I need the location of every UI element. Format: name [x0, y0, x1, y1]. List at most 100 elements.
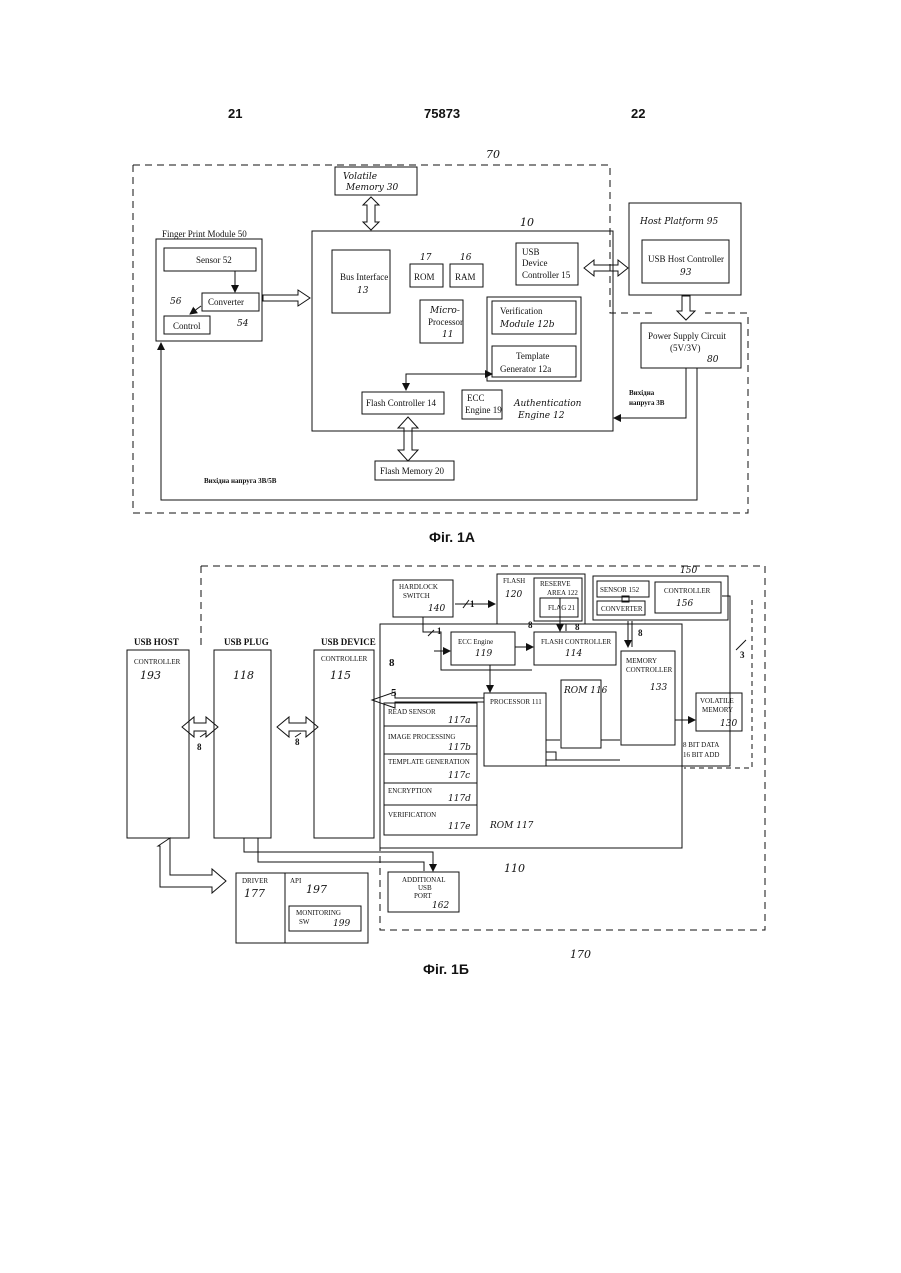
fig-b-processor-label: PROCESSOR 111 [490, 698, 542, 706]
fig-a-control-label: Control [173, 321, 201, 331]
fig-b-memory-controller-ref: 133 [650, 683, 667, 693]
fig-a-ram-label: RAM [455, 272, 476, 282]
fig-b-module-verification: VERIFICATION [388, 811, 436, 819]
fig-a-rom-label: ROM [414, 272, 435, 282]
fig-a-usb-link-arrow [584, 260, 628, 276]
figure-1b-labels: USB HOST CONTROLLER 193 USB PLUG 118 USB… [134, 566, 745, 961]
fig-a-flash-bus-arrow [398, 417, 418, 461]
fig-b-controller-label: CONTROLLER [664, 587, 711, 595]
fig-a-power-supply-ref: 80 [707, 355, 719, 365]
figure-1a-caption: Фіг. 1А [429, 529, 475, 545]
fig-b-ref-170: 170 [570, 948, 591, 961]
figure-1b-caption: Фіг. 1Б [423, 961, 469, 977]
fig-b-ecc-label: ECC Engine [458, 638, 493, 646]
fig-b-usb-plug-ref: 118 [233, 669, 254, 682]
fig-b-bus-width-device-in: 8 [389, 657, 395, 669]
fig-b-bus-width-hardlock-2: 1 [437, 626, 442, 636]
fig-b-flash-ref: 120 [505, 590, 522, 600]
fig-b-module-read-sensor-ref: 117a [448, 716, 471, 726]
fig-a-usb-host-controller-label: USB Host Controller [648, 254, 724, 264]
fig-a-microprocessor-label-2: Processor [428, 317, 463, 327]
fig-b-16bit-add-label: 16 BIT ADD [683, 751, 719, 759]
fig-b-usb-plug-label: USB PLUG [224, 637, 269, 647]
fig-a-usb-device-label-1: USB [522, 247, 540, 257]
fig-b-processor-output-arrow [372, 692, 484, 708]
fig-a-microprocessor-ref: 11 [442, 330, 453, 340]
fig-b-plug-device-arrow [277, 717, 318, 737]
fig-b-usb-device-ref: 115 [330, 669, 351, 682]
fig-b-volatile-label-1: VOLATILE [700, 697, 734, 705]
fig-b-reserve-label-1: RESERVE [540, 580, 571, 588]
fig-b-outer-boundary [201, 566, 765, 930]
fig-a-ref-56: 56 [170, 297, 182, 307]
fig-b-flash-controller-label: FLASH CONTROLLER [541, 638, 612, 646]
fig-a-flash-controller-label: Flash Controller 14 [366, 398, 436, 408]
fig-b-usb-host-ref: 193 [140, 669, 161, 682]
fig-a-microprocessor-label-1: Micro- [429, 306, 460, 316]
fig-b-volatile-ref: 130 [720, 719, 737, 729]
fig-b-hardlock-label-1: HARDLOCK [399, 583, 438, 591]
fig-a-ref-54: 54 [237, 319, 249, 329]
fig-b-additional-port-label-1: ADDITIONAL [402, 876, 446, 884]
fig-b-flag-label: FLAG 21 [548, 604, 576, 612]
fig-b-module-image-processing-ref: 117b [448, 743, 471, 753]
fig-a-output-3v-label-1: Вихідна [629, 389, 655, 397]
fig-a-bus-interface-ref: 13 [357, 286, 369, 296]
fig-b-monitoring-label-2: SW [299, 918, 310, 926]
fig-a-verification-ref: Module 12b [499, 320, 555, 330]
fig-b-converter-label: CONVERTER [601, 605, 643, 613]
fig-a-sensor-label: Sensor 52 [196, 255, 232, 265]
fig-b-ref-150: 150 [680, 566, 697, 576]
fig-b-usb-device-label: USB DEVICE [321, 637, 376, 647]
fig-a-bus-interface-label: Bus Interface [340, 272, 388, 282]
fig-a-power-supply-label-1: Power Supply Circuit [648, 331, 726, 341]
fig-a-output-3v-label-2: напруга 3В [629, 399, 665, 407]
figure-1b [127, 566, 765, 943]
fig-b-bus-width-controller: 3 [740, 650, 745, 660]
fig-b-8bit-data-label: 8 BIT DATA [683, 741, 719, 749]
fig-a-template-label: Template [516, 351, 549, 361]
fig-a-auth-engine-label-1: Authentication [513, 399, 582, 409]
fig-b-bus-width-hardlock: 1 [470, 599, 475, 609]
fig-b-module-image-processing: IMAGE PROCESSING [388, 733, 455, 741]
fig-b-volatile-label-2: MEMORY [702, 706, 733, 714]
fig-b-controller-ref: 156 [676, 599, 693, 609]
fig-b-usb-host-label-2: CONTROLLER [134, 658, 181, 666]
fig-a-ram-ref: 16 [460, 253, 472, 263]
fig-b-usb-host-label: USB HOST [134, 637, 179, 647]
fig-b-module-verification-ref: 117e [448, 822, 471, 832]
fig-a-template-ref: Generator 12a [500, 364, 551, 374]
fig-a-power-supply-label-2: (5V/3V) [670, 343, 701, 353]
fig-b-bus-width-processor-out: 5 [391, 687, 397, 699]
fig-b-rom117-label: ROM 117 [489, 821, 534, 831]
fig-b-api-label: API [290, 877, 302, 885]
fig-a-converter-label: Converter [208, 297, 244, 307]
fig-b-hardlock-label-2: SWITCH [403, 592, 430, 600]
fig-a-ecc-label-1: ECC [467, 393, 485, 403]
fig-a-host-power-arrow [677, 296, 695, 320]
fig-a-host-platform-label: Host Platform 95 [639, 217, 718, 227]
fig-a-rom-ref: 17 [420, 253, 432, 263]
fig-a-output-3v5v-label: Вихідна напруга 3В/5В [204, 477, 277, 485]
figure-1a-labels: 70 Volatile Memory 30 10 Host Platform 9… [162, 148, 726, 485]
fig-b-bus-width-host-plug: 8 [197, 742, 202, 752]
fig-b-ref-110: 110 [504, 862, 525, 875]
fig-b-api-ref: 197 [306, 883, 327, 896]
fig-b-reserve-label-2: AREA 122 [547, 589, 578, 597]
fig-b-driver-ref: 177 [244, 887, 265, 900]
fig-b-ecc-ref: 119 [475, 649, 492, 659]
fig-b-driver-label: DRIVER [242, 877, 268, 885]
fig-a-verification-label: Verification [500, 306, 543, 316]
fig-b-bus-width-plug-device: 8 [295, 737, 300, 747]
fig-a-vm-bus-arrow [363, 197, 379, 230]
fig-b-memory-controller-label-2: CONTROLLER [626, 666, 673, 674]
fig-a-flash-memory-label: Flash Memory 20 [380, 466, 444, 476]
fig-a-fingerprint-module-label: Finger Print Module 50 [162, 229, 247, 239]
fig-b-monitoring-ref: 199 [333, 919, 350, 929]
fig-b-sensor-label: SENSOR 152 [600, 586, 640, 594]
fig-b-additional-port-ref: 162 [432, 901, 449, 911]
fig-b-rom116-label: ROM 116 [563, 686, 608, 696]
fig-b-module-encryption-ref: 117d [448, 794, 471, 804]
fig-b-bus-width-sensor: 8 [638, 628, 643, 638]
